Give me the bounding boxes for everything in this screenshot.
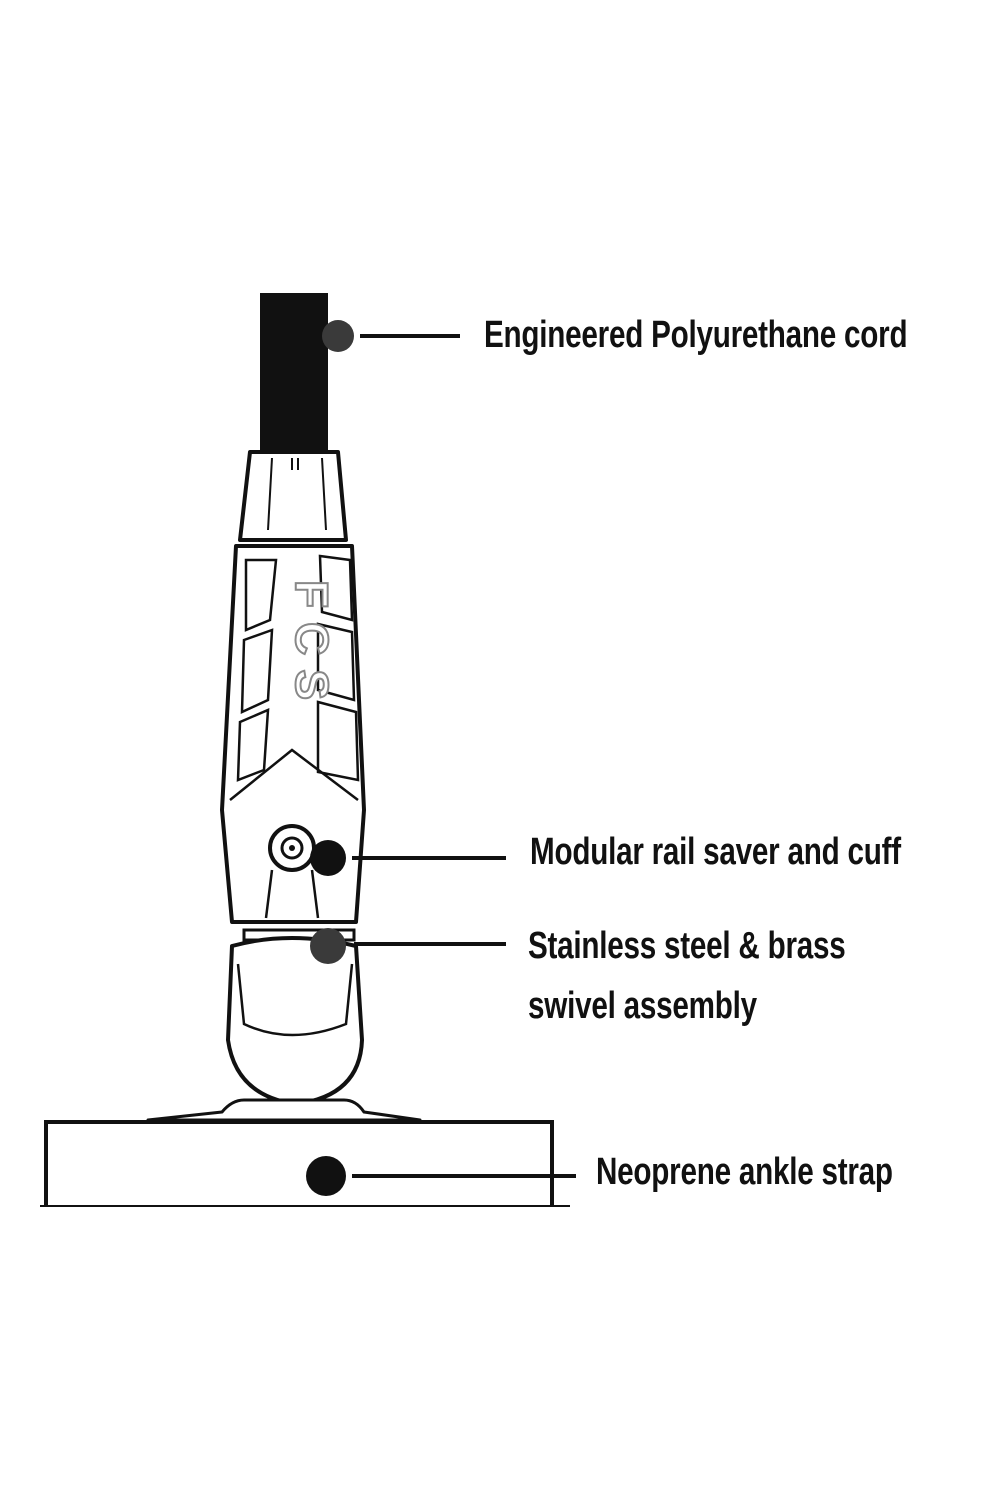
railsaver-marker [310, 840, 346, 876]
callout-railsaver-label: Modular rail saver and cuff [530, 831, 901, 873]
grip-pattern [229, 554, 360, 801]
cuff-neck [238, 450, 348, 542]
rail-saver-pivot [264, 824, 320, 919]
swivel-housing [226, 936, 364, 1106]
callout-markers [306, 320, 576, 1196]
callout-swivel-label: Stainless steel & brass swivel assembly [528, 916, 846, 1036]
polyurethane-cord [260, 293, 328, 453]
cord-marker [322, 320, 354, 352]
strap-marker [306, 1156, 346, 1196]
neoprene-ankle-strap [44, 1120, 554, 1206]
rail-saver-cuff [220, 544, 366, 924]
callout-strap-label: Neoprene ankle strap [596, 1151, 893, 1193]
callout-swivel-line-1: Stainless steel & brass [528, 925, 846, 967]
callout-swivel-line-2: swivel assembly [528, 985, 757, 1027]
fcs-logo: FCS [286, 580, 338, 714]
swivel-marker [310, 928, 346, 964]
callout-cord-label: Engineered Polyurethane cord [484, 314, 908, 356]
cuff-base [146, 1098, 422, 1122]
